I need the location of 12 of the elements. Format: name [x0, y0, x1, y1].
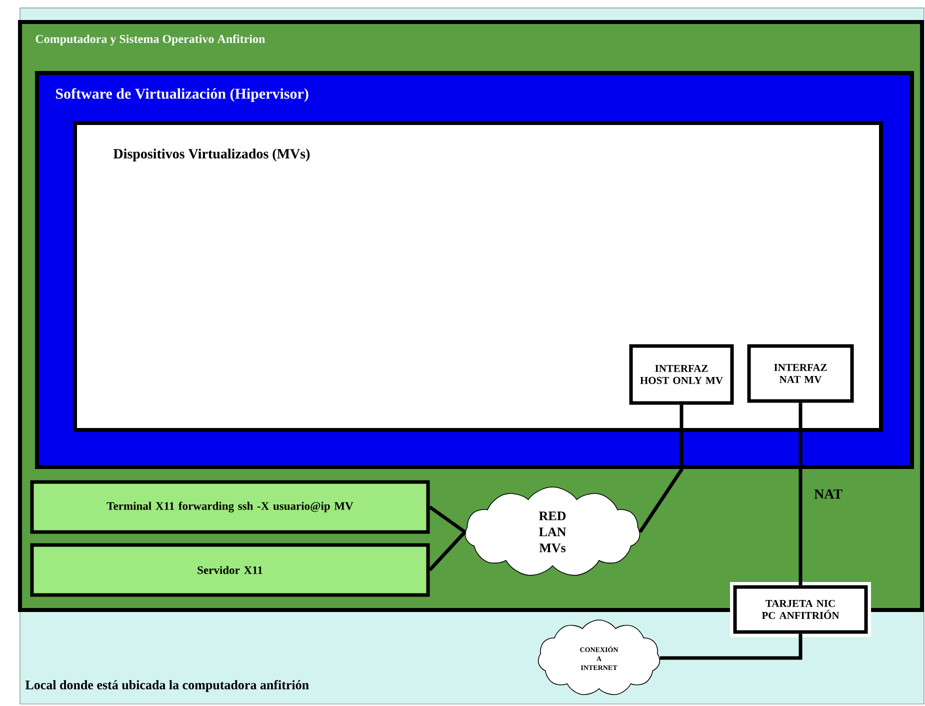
network-cloud: RED LAN MVs [464, 486, 640, 576]
component-box: TARJETA NIC PC ANFITRIÓN [730, 582, 872, 637]
component-box: INTERFAZ HOST ONLY MV [629, 344, 734, 405]
connector-line [660, 634, 802, 660]
connector-line [428, 506, 466, 534]
connector-line [428, 530, 466, 572]
connector-line [638, 404, 684, 533]
edge-label: NAT [814, 489, 842, 499]
component-box: Terminal X11 forwarding ssh -X usuario@ip MV [30, 480, 430, 534]
component-box: INTERFAZ NAT MV [747, 344, 854, 403]
component-box: Servidor X11 [30, 543, 430, 597]
connector-line [798, 402, 802, 586]
